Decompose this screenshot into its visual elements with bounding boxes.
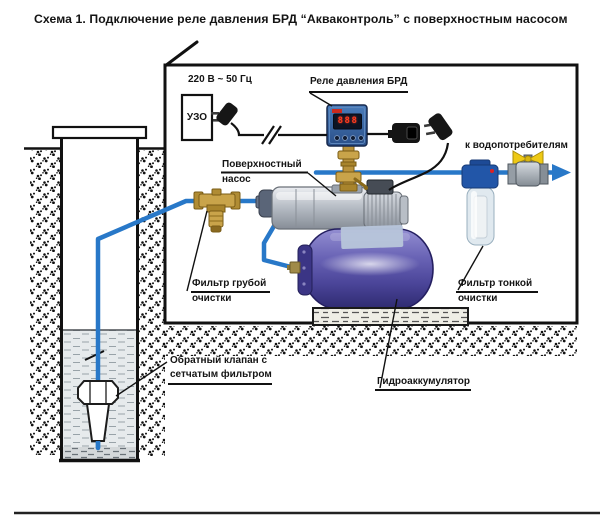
house-corner-mark xyxy=(163,40,199,68)
plug-prong xyxy=(213,119,221,122)
ball-valve xyxy=(507,150,549,187)
coarse-filter-label-line1: Фильтр грубой xyxy=(192,278,267,289)
relay-display-value: 888 xyxy=(337,116,359,126)
relay-display xyxy=(333,113,362,130)
pump-terminal-box xyxy=(366,179,394,195)
pump-label-line2: насос xyxy=(222,174,251,185)
relay-brand-mark xyxy=(332,109,342,113)
relay-label: Реле давления БРД xyxy=(310,76,408,87)
pump-power-cable xyxy=(388,142,450,191)
ground-hatch xyxy=(24,147,577,456)
water-level-mark xyxy=(84,350,105,361)
rcd-label: УЗО xyxy=(186,111,208,123)
check-valve-label-line2: сетчатым фильтром xyxy=(170,369,272,380)
pump-plug xyxy=(428,113,453,141)
check-valve xyxy=(77,380,119,448)
pressure-relay xyxy=(326,104,368,147)
well-sediment xyxy=(63,447,136,460)
wire-break-mark xyxy=(261,125,275,145)
power-spec-label: 220 В ~ 50 Гц xyxy=(188,74,252,85)
coarse-filter-label-line2: очистки xyxy=(192,293,232,304)
tank-label-plate xyxy=(340,224,404,250)
surface-pump xyxy=(255,179,409,230)
power-wire xyxy=(230,122,264,137)
plug-prong xyxy=(425,131,436,136)
diagram-title: Схема 1. Подключение реле давления БРД “… xyxy=(34,12,568,26)
pump-label-line1: Поверхностный xyxy=(222,159,302,170)
fine-filter xyxy=(461,159,499,246)
tank-nipple xyxy=(289,261,301,274)
brass-fitting xyxy=(335,145,368,192)
tank-platform xyxy=(312,307,469,326)
check-valve-cone xyxy=(85,403,111,442)
hydroaccumulator-tank xyxy=(287,224,434,310)
consumers-label: к водопотребителям xyxy=(465,140,568,151)
valve-body xyxy=(515,161,541,187)
coarse-filter xyxy=(193,188,241,233)
fine-filter-label-line2: очистки xyxy=(458,293,498,304)
fine-filter-cap xyxy=(461,164,499,189)
check-valve-nut xyxy=(77,380,119,405)
plug-prong xyxy=(211,112,219,115)
label-leader-lines xyxy=(115,91,538,397)
power-wiring xyxy=(180,93,453,191)
wire-break-mark xyxy=(268,125,282,145)
check-valve-label-line1: Обратный клапан с xyxy=(170,355,268,366)
relay-buttons xyxy=(334,135,364,141)
flow-arrow xyxy=(552,164,571,181)
well-cap xyxy=(51,125,148,140)
rcd-box xyxy=(180,93,214,142)
accumulator-label: Гидроаккумулятор xyxy=(377,376,470,387)
fine-filter-label-line1: Фильтр тонкой xyxy=(458,278,533,289)
tank-connection-pipe xyxy=(261,218,294,270)
power-plug xyxy=(216,102,238,126)
filter-air-button xyxy=(490,169,494,173)
